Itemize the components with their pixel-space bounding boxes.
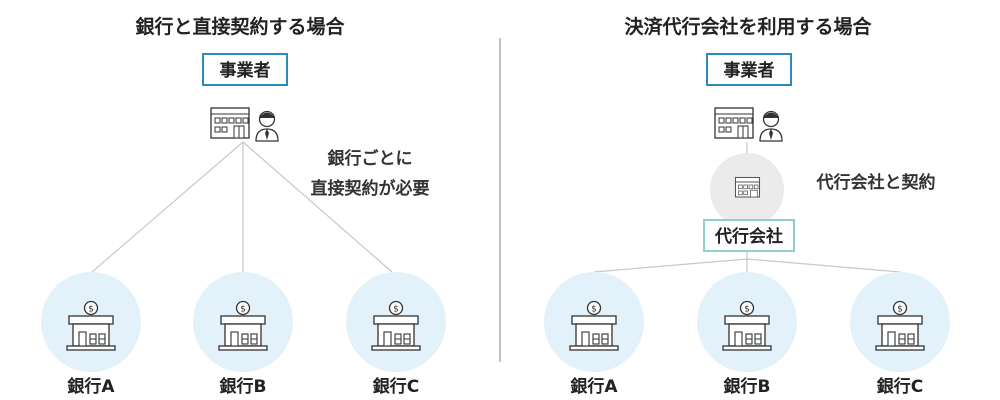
left-bank-c: 銀行C [346, 272, 446, 397]
agent-label: 代行会社 [714, 226, 783, 247]
left-panel: 銀行と直接契約する場合 事業者 銀行ごとに 直接契約が必要 銀行A 銀行B [41, 15, 446, 397]
left-merchant-icon [210, 107, 279, 142]
right-bank-a-label: 銀行A [570, 376, 618, 397]
right-bank-a: 銀行A [544, 272, 644, 397]
right-title: 決済代行会社を利用する場合 [624, 15, 872, 38]
left-note-line1: 銀行ごとに [328, 148, 413, 169]
left-bank-c-label: 銀行C [373, 376, 419, 397]
right-panel: 決済代行会社を利用する場合 事業者 [544, 15, 950, 397]
left-note-line2: 直接契約が必要 [311, 178, 430, 199]
left-merchant-label: 事業者 [220, 60, 271, 81]
right-bank-b: 銀行B [697, 272, 797, 397]
right-merchant-icon [714, 107, 783, 142]
left-bank-b-label: 銀行B [220, 376, 267, 397]
right-line-c [746, 258, 901, 273]
agent-circle [710, 153, 784, 227]
agent-building-icon [734, 176, 761, 198]
right-bank-b-label: 銀行B [724, 376, 771, 397]
left-title: 銀行と直接契約する場合 [135, 15, 345, 38]
right-note: 代行会社と契約 [816, 172, 936, 193]
left-merchant-box: 事業者 [202, 53, 288, 86]
right-line-a [593, 258, 748, 273]
right-merchant-label: 事業者 [724, 60, 775, 81]
left-bank-a-label: 銀行A [67, 376, 115, 397]
left-line-a [91, 141, 244, 273]
left-bank-a: 銀行A [41, 272, 141, 397]
left-line-c [242, 141, 393, 273]
right-merchant-box: 事業者 [706, 53, 792, 86]
right-bank-c-label: 銀行C [877, 376, 923, 397]
left-bank-b: 銀行B [193, 272, 293, 397]
agent-box: 代行会社 [703, 219, 795, 252]
right-bank-c: 銀行C [850, 272, 950, 397]
